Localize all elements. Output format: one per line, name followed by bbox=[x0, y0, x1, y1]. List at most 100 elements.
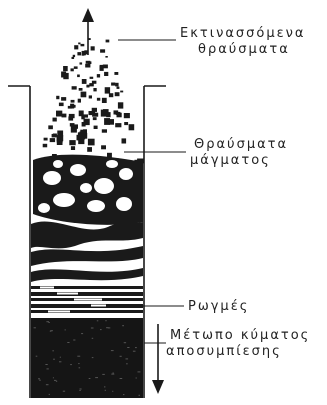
vesicle bbox=[106, 160, 118, 168]
ejected-particle bbox=[82, 79, 87, 84]
ejected-particle bbox=[73, 55, 75, 57]
ejected-particle bbox=[77, 75, 80, 78]
ejected-particle bbox=[62, 114, 67, 118]
ejected-particle bbox=[61, 97, 66, 101]
base-speckle bbox=[39, 380, 41, 381]
base-speckle bbox=[59, 361, 61, 362]
ejected-particle bbox=[115, 92, 120, 96]
dense-magma-base bbox=[31, 318, 143, 398]
magma-fragments-label: Θραύσματα bbox=[194, 137, 288, 152]
crack-gap bbox=[48, 311, 70, 313]
ejected-particle bbox=[122, 138, 127, 143]
vesicle bbox=[87, 200, 105, 212]
crack-bands bbox=[31, 286, 143, 313]
ejected-particle bbox=[86, 61, 91, 64]
crack-band bbox=[31, 292, 143, 296]
ejected-particle bbox=[124, 122, 128, 125]
ejected-particle bbox=[117, 87, 120, 89]
base-speckle bbox=[97, 320, 99, 321]
ejected-particle bbox=[71, 68, 74, 71]
ejected-particle bbox=[78, 132, 82, 135]
base-speckle bbox=[63, 391, 65, 392]
ejected-particle bbox=[103, 109, 109, 113]
ejected-particle bbox=[79, 88, 83, 91]
base-speckle bbox=[104, 386, 105, 387]
ejected-particle bbox=[94, 126, 98, 129]
base-speckle bbox=[47, 368, 49, 369]
ejected-particle bbox=[53, 134, 57, 137]
ejected-particle bbox=[118, 102, 123, 108]
ejected-particle bbox=[115, 83, 119, 87]
crack-gap bbox=[74, 299, 102, 301]
base-speckle bbox=[50, 331, 52, 332]
base-speckle bbox=[122, 325, 124, 326]
ejected-particle bbox=[78, 43, 80, 45]
ejected-particle bbox=[81, 44, 85, 46]
ejected-particle bbox=[43, 144, 48, 148]
ejected-particle bbox=[69, 114, 75, 118]
ejected-particle bbox=[71, 100, 75, 103]
ejected-particle bbox=[74, 45, 78, 49]
ejected-particle bbox=[79, 111, 84, 117]
ejected-particle bbox=[70, 123, 75, 126]
ejected-particle bbox=[83, 114, 88, 117]
base-speckle bbox=[80, 389, 82, 390]
base-speckle bbox=[136, 378, 137, 379]
vesicle bbox=[119, 168, 133, 180]
dark-layer bbox=[31, 221, 143, 248]
base-speckle bbox=[77, 356, 80, 357]
vesicle bbox=[116, 197, 132, 211]
crack-gap bbox=[91, 305, 106, 307]
ejected-particle bbox=[109, 119, 114, 125]
base-speckle bbox=[108, 327, 111, 328]
base-speckle bbox=[120, 356, 122, 357]
base-speckle bbox=[123, 394, 124, 395]
ejected-particle bbox=[104, 72, 108, 76]
ejected-particle bbox=[102, 98, 107, 103]
ejected-particle bbox=[56, 96, 59, 99]
ejected-particle bbox=[80, 62, 83, 64]
base-speckle bbox=[111, 374, 114, 375]
ejected-particle bbox=[50, 138, 55, 142]
ejected-particle bbox=[100, 66, 104, 71]
base-speckle bbox=[65, 329, 66, 330]
ejected-particle bbox=[116, 112, 121, 115]
base-speckle bbox=[67, 342, 69, 343]
base-speckle bbox=[53, 359, 55, 360]
ejected-particle bbox=[78, 99, 81, 103]
ejected-particle bbox=[105, 87, 110, 93]
base-speckle bbox=[79, 390, 80, 391]
base-speckle bbox=[91, 328, 94, 329]
vesicle bbox=[70, 164, 86, 176]
ejected-particle bbox=[82, 51, 85, 55]
ejected-particle bbox=[120, 91, 123, 93]
base-speckle bbox=[100, 329, 102, 330]
base-speckle bbox=[60, 357, 61, 358]
magma-layers bbox=[31, 221, 143, 282]
base-speckle bbox=[36, 356, 38, 357]
base-speckle bbox=[113, 373, 114, 374]
base-speckle bbox=[78, 363, 79, 364]
ejected-particle bbox=[71, 146, 75, 150]
base-speckle bbox=[112, 391, 113, 392]
base-speckle bbox=[34, 327, 36, 328]
ejected-particle bbox=[91, 46, 95, 50]
ejected-particle bbox=[124, 113, 130, 118]
vesicle bbox=[38, 203, 50, 213]
ejected-particle bbox=[44, 138, 48, 141]
ejected-particle bbox=[109, 93, 113, 97]
dark-layer bbox=[31, 268, 143, 282]
ejected-particle bbox=[89, 111, 93, 115]
ejected-particle bbox=[85, 64, 90, 68]
ejected-particle bbox=[89, 95, 92, 98]
base-speckle bbox=[127, 347, 129, 348]
base-speckle bbox=[120, 378, 123, 379]
base-speckle bbox=[89, 378, 91, 379]
ejected-particle bbox=[129, 124, 135, 130]
base-speckle bbox=[105, 390, 106, 391]
ejected-particle bbox=[90, 77, 94, 79]
ejected-particle bbox=[70, 104, 74, 109]
base-speckle bbox=[81, 333, 83, 334]
base-speckle bbox=[46, 384, 49, 385]
ejected-particle bbox=[72, 86, 77, 89]
